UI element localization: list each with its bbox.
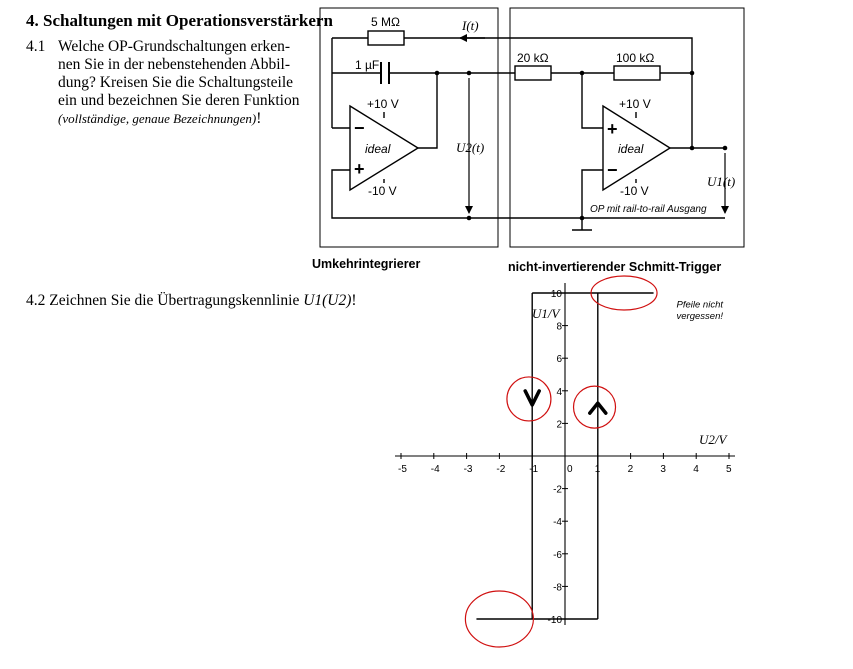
label-u1: U1(t) — [707, 174, 735, 189]
capacitor-1uf — [380, 62, 390, 84]
y-tick-label: -8 — [553, 582, 562, 593]
opamp-1-noninv-sign: + — [354, 159, 365, 179]
label-20kohm: 20 kΩ — [517, 51, 549, 65]
chart-curve — [476, 292, 654, 620]
label-current: I(t) — [461, 18, 479, 33]
highlight-circle — [506, 376, 552, 422]
label-100kohm: 100 kΩ — [616, 51, 654, 65]
question-4-1-line: nen Sie in der nebenstehenden Abbil- — [58, 56, 291, 73]
section-title: 4. Schaltungen mit Operationsverstärkern — [26, 11, 333, 30]
question-4-2-end: ! — [351, 292, 357, 309]
question-4-1-line: dung? Kreisen Sie die Schaltungsteile — [58, 74, 294, 91]
opamp-1-supply-neg: -10 V — [368, 184, 397, 198]
note-text: (vollständige, genaue Bezeichnungen) — [58, 111, 257, 126]
highlight-circle — [590, 275, 658, 311]
opamp-2-label: ideal — [618, 142, 644, 156]
question-4-2-formula: U1(U2) — [303, 292, 352, 309]
resistor-100kohm — [613, 65, 661, 81]
question-4-2: 4.2 Zeichnen Sie die Übertragungskennlin… — [26, 292, 357, 310]
note-end: ! — [256, 110, 262, 127]
x-tick-label: -5 — [398, 464, 407, 475]
opamp-1-symbol — [349, 104, 420, 192]
y-tick-label: 4 — [556, 387, 562, 398]
y-tick-label: 8 — [556, 322, 562, 333]
arrow-up-icon — [588, 401, 608, 415]
junction-dots — [434, 70, 728, 221]
x-tick-label: -2 — [496, 464, 505, 475]
x-tick-label: 0 — [567, 464, 573, 475]
y-tick-label: 10 — [551, 289, 563, 300]
y-tick-label: 6 — [556, 354, 562, 365]
arrow-down-icon — [523, 389, 541, 407]
x-tick-label: -4 — [431, 464, 440, 475]
chart-marks — [464, 275, 658, 648]
label-5mohm: 5 MΩ — [371, 15, 400, 29]
highlight-circle — [464, 590, 534, 648]
opamp-1-label: ideal — [365, 142, 391, 156]
opamp-2-noninv-sign: + — [607, 119, 618, 139]
resistor-20kohm — [514, 65, 552, 81]
opamp-1-supply-pos: +10 V — [367, 97, 399, 111]
x-tick-label: 4 — [693, 464, 699, 475]
chart-annotation-line: vergessen! — [677, 311, 724, 322]
y-tick-label: -4 — [553, 517, 562, 528]
y-tick-label: -10 — [548, 615, 563, 626]
label-1uf: 1 µF — [355, 58, 379, 72]
opamp-2-supply-pos: +10 V — [619, 97, 651, 111]
chart-annotation-line: Pfeile nicht — [677, 300, 724, 311]
y-tick-label: -6 — [553, 550, 562, 561]
highlight-circle — [572, 385, 617, 429]
opamp-1-inv-sign: − — [354, 118, 365, 138]
question-4-1-line: Welche OP-Grundschaltungen erken- — [58, 38, 291, 55]
caption-integrator: Umkehrintegrierer — [312, 257, 421, 271]
y-tick-label: -2 — [553, 485, 562, 496]
label-u2: U2(t) — [456, 140, 484, 155]
opamp-note: OP mit rail-to-rail Ausgang — [590, 204, 707, 215]
x-tick-label: -3 — [464, 464, 473, 475]
x-tick-label: -1 — [529, 464, 538, 475]
x-tick-label: 2 — [628, 464, 634, 475]
question-4-1-line: ein und bezeichnen Sie deren Funktion — [58, 92, 300, 109]
question-4-2-text: 4.2 Zeichnen Sie die Übertragungskennlin… — [26, 292, 304, 309]
circuit-wires — [331, 37, 725, 231]
opamp-2-symbol — [602, 104, 672, 192]
schmitt-frame — [509, 7, 745, 248]
opamp-2-supply-neg: -10 V — [620, 184, 649, 198]
question-number-4-1: 4.1 — [26, 38, 46, 55]
x-tick-label: 3 — [660, 464, 666, 475]
question-4-1-note: (vollständige, genaue Bezeichnungen)! — [58, 110, 261, 128]
chart-y-label: U1/V — [532, 306, 562, 321]
opamp-2-inv-sign: − — [607, 160, 618, 180]
chart-x-label: U2/V — [699, 432, 729, 447]
resistor-5mohm — [367, 30, 405, 46]
y-tick-label: 2 — [556, 419, 562, 430]
caption-schmitt-trigger: nicht-invertierender Schmitt-Trigger — [508, 260, 722, 274]
integrator-frame — [319, 7, 499, 248]
x-tick-label: 5 — [726, 464, 732, 475]
